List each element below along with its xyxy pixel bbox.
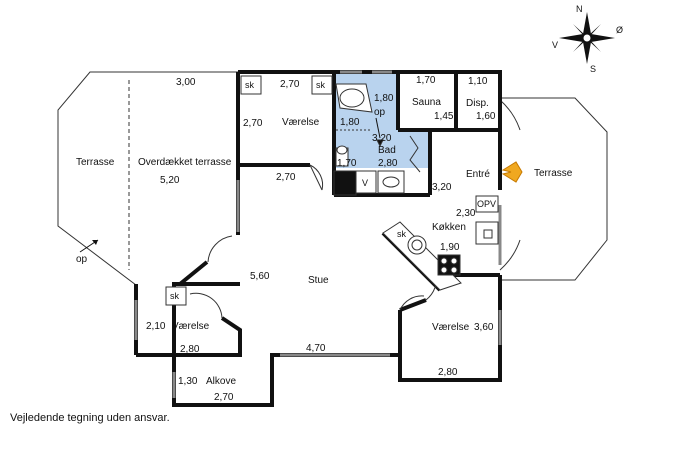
compass-s: S (590, 64, 596, 74)
op-label-left: op (76, 254, 88, 265)
disclaimer-caption: Vejledende tegning uden ansvar. (10, 412, 170, 424)
dim-320-b: 3,20 (432, 182, 452, 193)
dim-160: 1,60 (476, 111, 496, 122)
dim-270-top: 2,70 (280, 79, 300, 90)
compass-v: V (552, 40, 558, 50)
dim-210: 2,10 (146, 321, 166, 332)
dim-560: 5,60 (250, 271, 270, 282)
opv-label: OPV (477, 199, 496, 209)
terrace-left-outline (57, 71, 238, 286)
room-stue: Stue (308, 275, 329, 286)
dim-270-alk: 2,70 (214, 392, 234, 403)
windows (134, 70, 502, 398)
bathroom-fixtures (333, 83, 421, 196)
dim-520: 5,20 (160, 175, 180, 186)
room-vaerelse-right: Værelse (432, 322, 470, 333)
dim-280-left: 2,80 (180, 344, 200, 355)
room-alkove: Alkove (206, 376, 236, 387)
room-vaerelse-top: Værelse (282, 117, 320, 128)
dim-270-mid: 2,70 (276, 172, 296, 183)
sk-label-2: sk (316, 80, 326, 90)
compass-o: Ø (616, 25, 623, 35)
dim-280-bad: 2,80 (378, 158, 398, 169)
dim-130: 1,30 (178, 376, 198, 387)
dim-170-sauna: 1,70 (416, 75, 436, 86)
dim-320-a: 3,20 (372, 133, 392, 144)
compass-n: N (576, 4, 583, 14)
room-terrasse-right: Terrasse (534, 168, 573, 179)
dim-145: 1,45 (434, 111, 454, 122)
dim-180-a: 1,80 (374, 93, 394, 104)
dim-470: 4,70 (306, 343, 326, 354)
op-label-bath: op (374, 107, 386, 118)
dim-230: 2,30 (456, 208, 476, 219)
dim-110: 1,10 (468, 76, 488, 87)
v-label: V (362, 178, 368, 188)
dim-190: 1,90 (440, 242, 460, 253)
dim-170-bad: 1,70 (337, 158, 357, 169)
sk-label-kitchen: sk (397, 229, 407, 239)
room-entre: Entré (466, 169, 490, 180)
dim-280-right: 2,80 (438, 367, 458, 378)
op-arrow-icon (79, 239, 99, 253)
room-koekken: Køkken (432, 222, 466, 233)
room-overdaekket: Overdækket terrasse (138, 157, 232, 168)
sk-label-3: sk (170, 291, 180, 301)
room-vaerelse-left: Værelse (172, 321, 210, 332)
dim-180-b: 1,80 (340, 117, 360, 128)
compass-icon (559, 12, 615, 64)
sk-label-1: sk (245, 80, 255, 90)
storage-boxes (165, 75, 333, 306)
entrance-arrow-icon (501, 161, 523, 183)
dim-360: 3,60 (474, 322, 494, 333)
room-sauna: Sauna (412, 97, 441, 108)
terrace-right-outline (499, 97, 608, 281)
room-disp: Disp. (466, 98, 489, 109)
kitchen-fixtures (382, 195, 499, 291)
room-terrasse-left: Terrasse (76, 157, 115, 168)
dim-270-side: 2,70 (243, 118, 263, 129)
room-bad: Bad (378, 145, 396, 156)
bathroom-fill (334, 74, 430, 168)
dim-300: 3,00 (176, 77, 196, 88)
